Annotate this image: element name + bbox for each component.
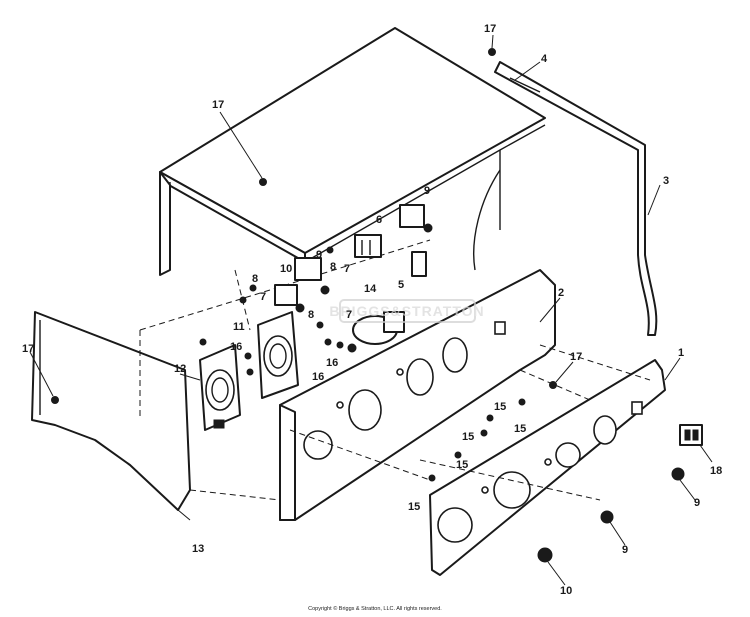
- callout: 9: [622, 544, 628, 556]
- exploded-view-guides: [139, 239, 651, 501]
- callout: 8: [252, 273, 258, 285]
- panel-hole: [348, 389, 382, 431]
- callout: 9: [424, 185, 430, 197]
- plate-hole: [544, 458, 552, 466]
- callout: 8: [330, 261, 336, 273]
- callout: 7: [260, 291, 266, 303]
- callout: 13: [192, 543, 204, 555]
- grommet-9-lower: [600, 510, 614, 524]
- plate-hole: [481, 486, 489, 494]
- fasteners: [51, 48, 557, 482]
- callout: 17: [212, 99, 224, 111]
- callout: 16: [312, 371, 324, 383]
- outer-face-plate: [429, 359, 666, 576]
- callout: 11: [233, 321, 245, 333]
- plate-hole: [437, 507, 473, 543]
- callout-labels: 17 4 3 17 9 6 9 8 10 7 5 8 7 11 14 8 7 1…: [22, 23, 722, 597]
- callout: 2: [558, 287, 564, 299]
- callout: 17: [484, 23, 496, 35]
- callout: 12: [174, 363, 186, 375]
- callout: 10: [560, 585, 572, 597]
- callout: 10: [280, 263, 292, 275]
- svg-text:BRIGGS&STRATTON: BRIGGS&STRATTON: [329, 303, 484, 319]
- panel-hole: [336, 401, 344, 409]
- inner-control-panel: [279, 269, 556, 521]
- callout: 3: [663, 175, 669, 187]
- bracket-5: [411, 251, 427, 277]
- callout: 7: [344, 263, 350, 275]
- callout: 7: [346, 309, 352, 321]
- receptacle-11: [257, 311, 299, 399]
- plate-slot: [631, 401, 643, 415]
- switch-18: [679, 424, 703, 446]
- callout: 8: [308, 309, 314, 321]
- leader-lines: [29, 34, 713, 586]
- callout: 17: [22, 343, 34, 355]
- receptacle-12: [199, 344, 241, 431]
- plate-hole: [555, 442, 581, 468]
- callout: 15: [514, 423, 526, 435]
- callout: 9: [316, 249, 322, 261]
- panel-hole: [303, 430, 333, 460]
- callout: 15: [456, 459, 468, 471]
- callout: 16: [326, 357, 338, 369]
- callout: 4: [541, 53, 548, 65]
- callout: 15: [408, 501, 420, 513]
- copyright-notice: Copyright © Briggs & Stratton, LLC. All …: [308, 606, 442, 612]
- callout: 9: [694, 497, 700, 509]
- panel-hole: [442, 337, 468, 373]
- callout: 14: [364, 283, 377, 295]
- brand-watermark: BRIGGS&STRATTON: [329, 299, 484, 323]
- panel-slot: [494, 321, 506, 335]
- callout: 5: [398, 279, 404, 291]
- side-panel: [31, 311, 191, 511]
- callout: 15: [494, 401, 506, 413]
- panel-hole: [396, 368, 404, 376]
- callout: 18: [710, 465, 722, 477]
- grommet-10: [537, 547, 553, 563]
- callout: 1: [678, 347, 684, 359]
- plate-hole: [493, 471, 531, 509]
- breaker-9-mid: [294, 257, 330, 295]
- callout: 15: [462, 431, 474, 443]
- breaker-10: [274, 284, 305, 313]
- breaker-9-upper: [399, 204, 433, 233]
- callout: 17: [570, 351, 582, 363]
- callout: 16: [230, 341, 242, 353]
- breaker-6: [354, 234, 382, 258]
- handle-bar: [494, 61, 658, 336]
- callout: 6: [376, 214, 382, 226]
- grommet-9-right: [671, 467, 685, 481]
- top-cover: [159, 27, 546, 276]
- plate-hole: [593, 415, 617, 445]
- panel-hole: [406, 358, 434, 396]
